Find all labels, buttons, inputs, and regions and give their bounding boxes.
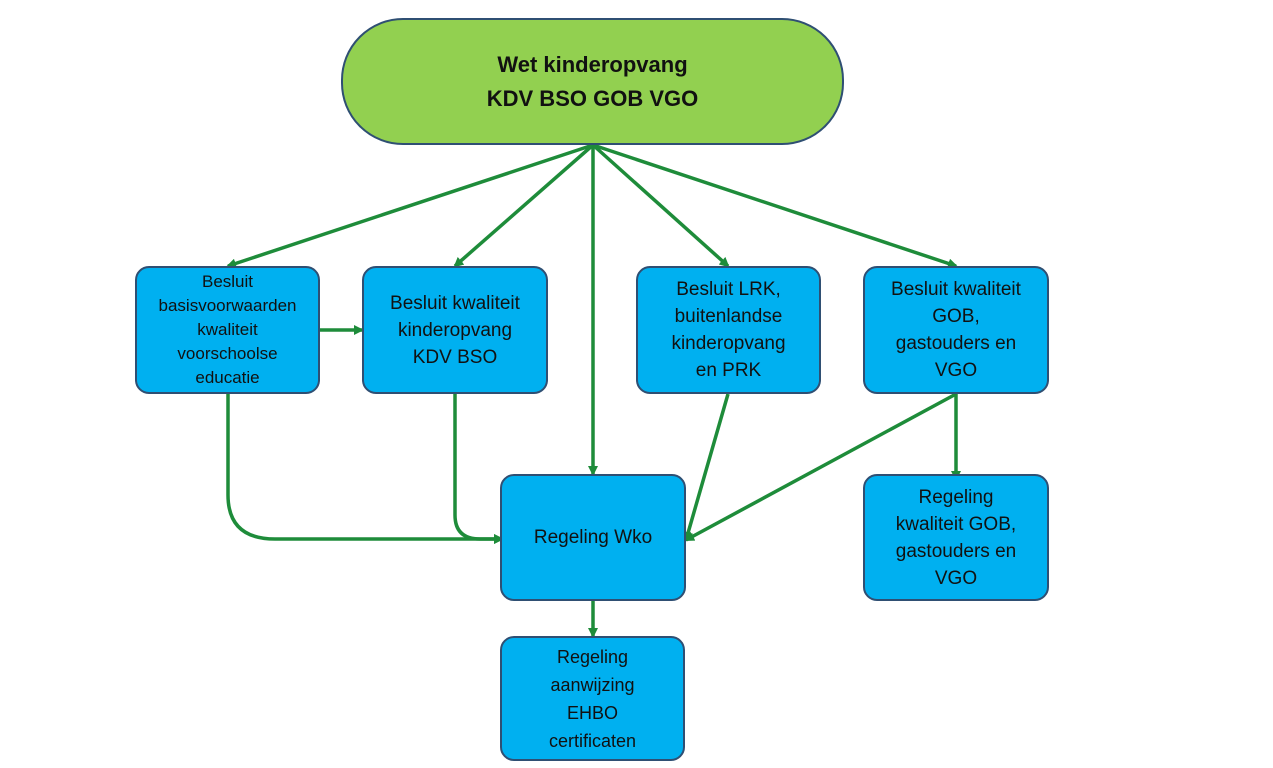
node-regeling-wko: Regeling Wko — [500, 474, 686, 601]
arrow-besluit-kwaliteit-gob-to-regeling-wko — [684, 392, 957, 542]
node-besluit-basisvoorwaarden: Besluit basisvoorwaarden kwaliteit voors… — [135, 266, 320, 394]
node-besluit-kwaliteit-kdv-bso-label: Besluit kwaliteit kinderopvang KDV BSO — [390, 292, 520, 368]
node-besluit-kwaliteit-gob-label: Besluit kwaliteit GOB, gastouders en VGO — [891, 279, 1021, 381]
node-wet-kinderopvang: Wet kinderopvang KDV BSO GOB VGO — [341, 18, 844, 145]
node-besluit-lrk: Besluit LRK, buitenlandse kinderopvang e… — [636, 266, 821, 394]
arrow-root-to-besluit-lrk — [591, 143, 730, 268]
node-regeling-ehbo-label: Regeling aanwijzing EHBO certificaten — [548, 646, 637, 751]
node-wet-kinderopvang-label: Wet kinderopvang KDV BSO GOB VGO — [486, 51, 699, 111]
node-regeling-kwaliteit-gob: Regeling kwaliteit GOB, gastouders en VG… — [863, 474, 1049, 601]
arrow-besluit-lrk-to-regeling-wko — [683, 393, 730, 542]
arrow-root-to-besluit-kwaliteit-kdv-bso — [453, 143, 595, 268]
arrow-root-to-besluit-basisvoorwaarden — [226, 143, 594, 269]
node-besluit-kwaliteit-gob: Besluit kwaliteit GOB, gastouders en VGO — [863, 266, 1049, 394]
arrow-besluit-basisvoorwaarden-to-regeling-wko — [226, 394, 504, 544]
node-besluit-basisvoorwaarden-label: Besluit basisvoorwaarden kwaliteit voors… — [158, 272, 297, 387]
arrow-root-to-besluit-kwaliteit-gob — [592, 143, 958, 269]
node-besluit-kwaliteit-kdv-bso: Besluit kwaliteit kinderopvang KDV BSO — [362, 266, 548, 394]
node-regeling-kwaliteit-gob-label: Regeling kwaliteit GOB, gastouders en VG… — [895, 486, 1017, 589]
node-besluit-lrk-label: Besluit LRK, buitenlandse kinderopvang e… — [671, 279, 786, 381]
node-regeling-wko-label: Regeling Wko — [533, 527, 653, 548]
node-regeling-ehbo: Regeling aanwijzing EHBO certificaten — [500, 636, 685, 761]
arrow-besluit-kwaliteit-kdv-bso-to-regeling-wko — [453, 394, 504, 544]
